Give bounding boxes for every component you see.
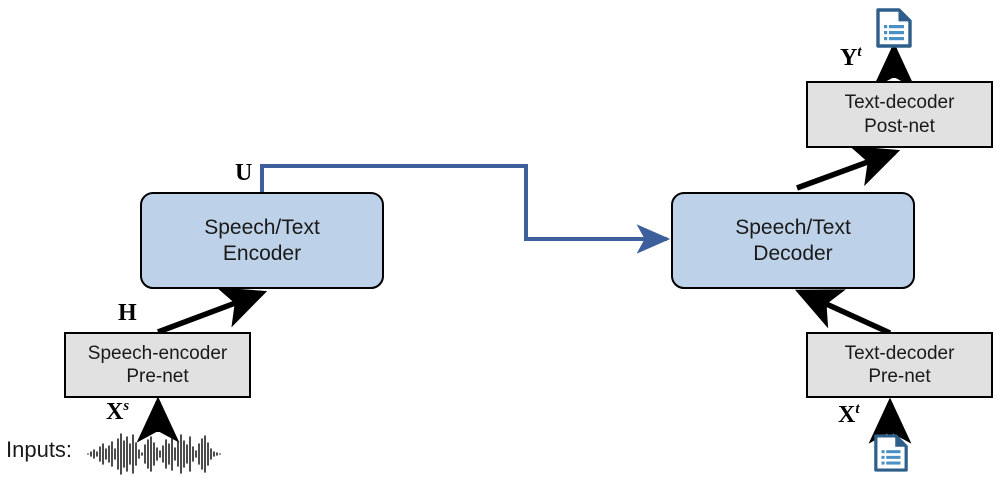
edge-speech-prenet-to-encoder bbox=[157, 287, 268, 335]
node-text-decoder-prenet[interactable]: Text-decoder Pre-net bbox=[806, 332, 993, 398]
node-text-decoder-postnet-line1: Text-decoder bbox=[844, 92, 955, 114]
node-speech-encoder-prenet[interactable]: Speech-encoder Pre-net bbox=[64, 332, 251, 398]
node-speech-encoder-prenet-line2: Pre-net bbox=[126, 366, 189, 387]
node-speech-text-decoder-line2: Decoder bbox=[753, 241, 833, 265]
node-speech-text-encoder-line2: Encoder bbox=[222, 241, 302, 265]
node-speech-text-encoder-line1: Speech/Text bbox=[204, 215, 320, 239]
node-text-decoder-postnet-line2: Post-net bbox=[864, 115, 935, 137]
edge-encoder-to-decoder bbox=[260, 164, 671, 254]
node-speech-text-encoder[interactable]: Speech/Text Encoder bbox=[140, 192, 384, 289]
label-Xs: Xs bbox=[106, 398, 130, 425]
label-Xt: Xt bbox=[838, 401, 860, 428]
audio-waveform-icon bbox=[87, 433, 221, 475]
output-text-document-icon bbox=[876, 8, 912, 48]
inputs-label: Inputs: bbox=[6, 437, 73, 462]
label-H: H bbox=[118, 300, 137, 326]
edge-decoder-to-postnet bbox=[796, 145, 901, 191]
node-text-decoder-postnet[interactable]: Text-decoder Post-net bbox=[806, 81, 993, 148]
node-speech-text-decoder-line1: Speech/Text bbox=[735, 215, 851, 239]
label-Yt: Yt bbox=[840, 44, 862, 71]
edge-text-prenet-to-decoder bbox=[794, 289, 892, 336]
node-speech-text-decoder[interactable]: Speech/Text Decoder bbox=[671, 192, 915, 289]
input-text-document-icon bbox=[874, 434, 908, 472]
node-speech-encoder-prenet-line1: Speech-encoder bbox=[87, 342, 228, 364]
label-U: U bbox=[235, 160, 253, 186]
node-text-decoder-prenet-line1: Text-decoder bbox=[844, 342, 955, 364]
node-text-decoder-prenet-line2: Pre-net bbox=[868, 366, 931, 387]
